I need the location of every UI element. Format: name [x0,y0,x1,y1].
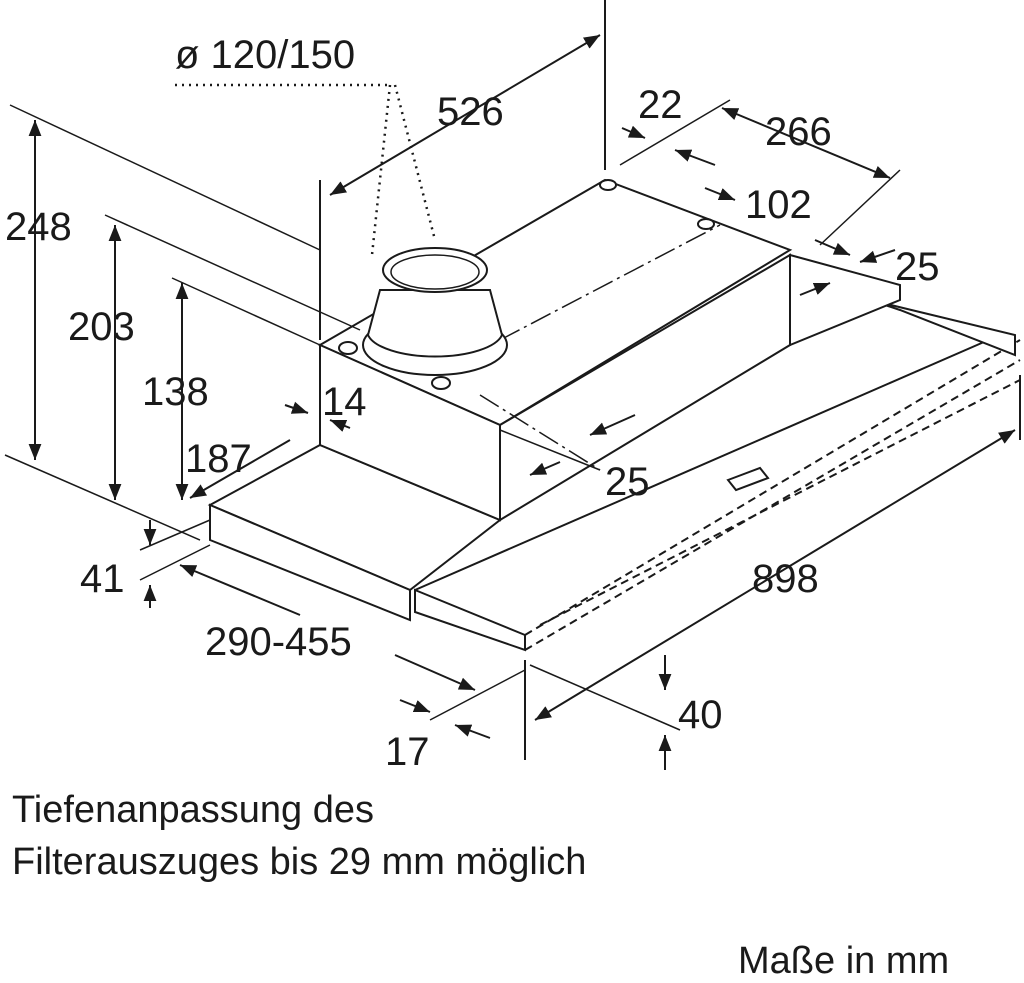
dim-266-label: 266 [765,110,832,154]
dimension-labels: ø 120/150 526 22 266 102 25 248 203 138 … [5,33,940,774]
dim-138-label: 138 [142,370,209,414]
dim-248-label: 248 [5,205,72,249]
dim-25-side-label: 25 [605,460,650,504]
dim-25-top-label: 25 [895,245,940,289]
dim-14-label: 14 [322,380,367,424]
dimension-lines [4,0,1021,770]
dim-17-label: 17 [385,730,430,774]
duct-diameter-label: ø 120/150 [175,33,355,77]
dim-290-455-label: 290-455 [205,620,352,664]
dim-203-label: 203 [68,305,135,349]
dim-526-label: 526 [437,90,504,134]
caption-line-2: Filterauszuges bis 29 mm möglich [12,841,587,883]
dim-102-label: 102 [745,183,812,227]
dim-22-label: 22 [638,83,683,127]
dim-40-label: 40 [678,693,723,737]
caption-line-1: Tiefenanpassung des [12,789,374,831]
dim-41-label: 41 [80,557,125,601]
dim-898-label: 898 [752,557,819,601]
duct-connector [362,247,508,376]
dim-187-label: 187 [185,437,252,481]
units-note: Maße in mm [738,940,950,982]
